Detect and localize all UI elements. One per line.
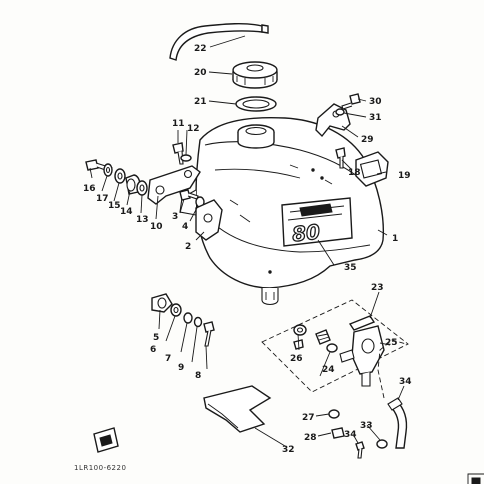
model-reference-icon xyxy=(93,427,119,453)
callout-26: 26 xyxy=(290,354,303,364)
callout-28: 28 xyxy=(304,433,317,443)
page-corner-mark xyxy=(467,473,484,484)
fuel-cock-body-25 xyxy=(339,325,385,387)
collar-15 xyxy=(114,168,126,184)
callout-30: 30 xyxy=(369,97,382,107)
callout-21: 21 xyxy=(194,97,207,107)
side-bracket-2 xyxy=(195,199,223,241)
leader-lines xyxy=(89,35,405,447)
tank-pad-32 xyxy=(203,385,272,433)
callout-18: 18 xyxy=(348,168,361,178)
drawing-code: 1LR100-6220 xyxy=(74,464,126,472)
breather-hose xyxy=(169,23,263,61)
tank-emblem: 80 xyxy=(281,197,353,247)
front-mount-bracket xyxy=(147,165,201,205)
callout-4: 4 xyxy=(182,222,188,232)
callout-2: 2 xyxy=(185,242,191,252)
filter-screen xyxy=(315,329,331,345)
callout-19: 19 xyxy=(398,171,411,181)
washer-9 xyxy=(193,316,203,328)
fuel-tank xyxy=(179,116,385,306)
washer-7 xyxy=(183,312,193,324)
hose-clamp-33 xyxy=(376,439,388,449)
damper-13 xyxy=(136,180,148,196)
fuel-cock-lever xyxy=(348,315,376,331)
bolt-11 xyxy=(172,142,184,165)
callout-24: 24 xyxy=(322,365,335,375)
fuel-pipe-hidden-line xyxy=(377,339,407,399)
callout-14: 14 xyxy=(120,207,133,217)
callout-22: 22 xyxy=(194,44,207,54)
collar-6 xyxy=(170,303,182,317)
washer-17 xyxy=(103,163,113,177)
washer-31 xyxy=(335,108,345,116)
bolt-30 xyxy=(341,93,361,110)
callout-35: 35 xyxy=(344,263,357,273)
washer-12 xyxy=(180,154,192,162)
clip-27 xyxy=(328,409,340,419)
fuel-cap xyxy=(232,61,278,89)
callout-20: 20 xyxy=(194,68,207,78)
bolt-18 xyxy=(335,147,346,169)
damper-5 xyxy=(151,293,173,313)
callout-16: 16 xyxy=(83,184,96,194)
callout-31: 31 xyxy=(369,113,382,123)
rear-damper-19 xyxy=(355,151,389,187)
fuel-pipe-34 xyxy=(387,397,408,449)
callout-34-lower: 34 xyxy=(344,430,357,440)
callout-6: 6 xyxy=(150,345,156,355)
callout-17: 17 xyxy=(96,194,109,204)
drain-bolt xyxy=(355,441,365,459)
callout-34-right: 34 xyxy=(399,377,412,387)
cap-gasket xyxy=(235,96,277,112)
breather-hose-end xyxy=(261,24,269,34)
callout-3: 3 xyxy=(172,212,178,222)
callout-10: 10 xyxy=(150,222,163,232)
callout-1: 1 xyxy=(392,234,398,244)
callout-29: 29 xyxy=(361,135,374,145)
callout-15: 15 xyxy=(108,201,121,211)
callout-13: 13 xyxy=(136,215,149,225)
callout-12: 12 xyxy=(187,124,200,134)
callout-labels: 22 20 21 30 31 29 18 19 11 12 16 17 15 1… xyxy=(83,44,412,455)
fuel-cock-group-outline xyxy=(261,299,409,393)
callout-11: 11 xyxy=(172,119,185,129)
callout-23: 23 xyxy=(371,283,384,293)
o-ring-24 xyxy=(326,343,338,353)
clamp-28 xyxy=(331,427,345,439)
callout-32: 32 xyxy=(282,445,295,455)
fuel-cock-gasket-26 xyxy=(293,324,307,336)
callout-9: 9 xyxy=(178,363,184,373)
callout-5: 5 xyxy=(153,333,159,343)
callout-33: 33 xyxy=(360,421,373,431)
callout-7: 7 xyxy=(165,354,171,364)
callout-27: 27 xyxy=(302,413,315,423)
tank-emblem-text: 80 xyxy=(291,220,321,247)
callout-8: 8 xyxy=(195,371,201,381)
callout-25: 25 xyxy=(385,338,398,348)
bolt-8 xyxy=(203,321,215,347)
